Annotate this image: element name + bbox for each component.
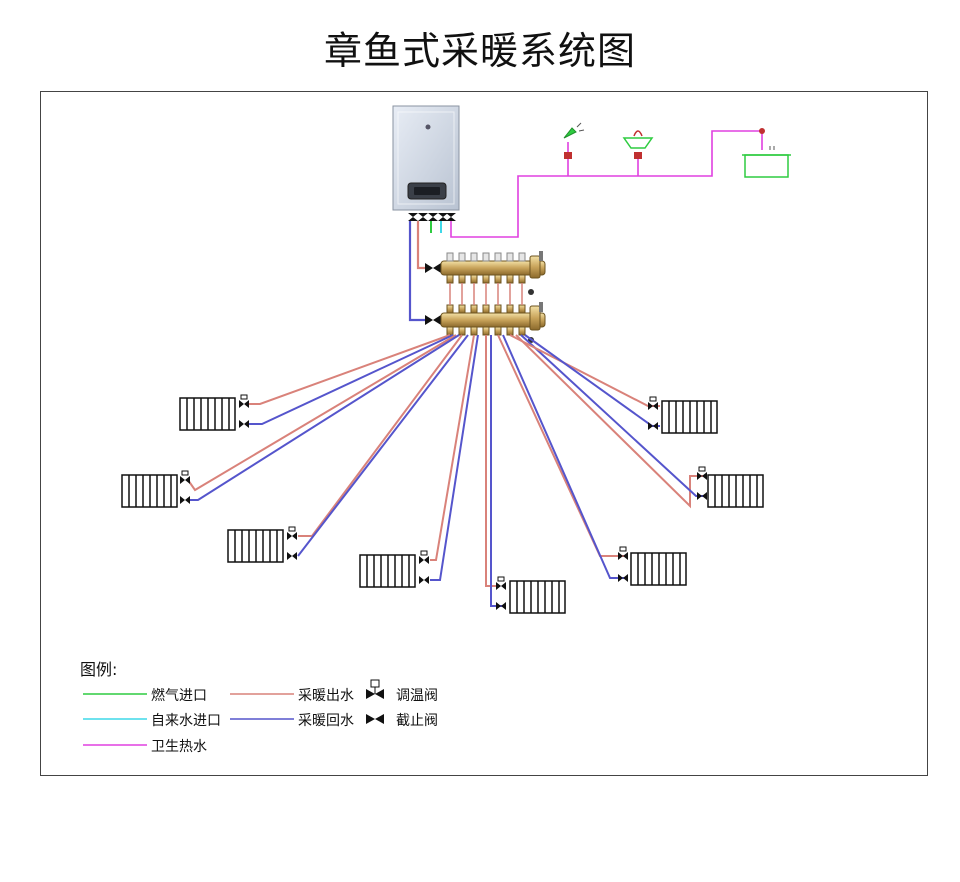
radiator-6 (630, 552, 687, 586)
legend-swatches (83, 693, 294, 746)
radiator-7-valves (697, 466, 707, 500)
radiator-6-valves (618, 546, 628, 582)
legend-return-label: 采暖回水 (298, 713, 354, 729)
radiator (121, 397, 764, 614)
bathtub-icon (742, 128, 791, 178)
boiler (392, 105, 460, 211)
radiator-3 (227, 529, 284, 563)
radiator-2 (121, 474, 178, 508)
radiator-4-valves (419, 550, 429, 584)
radiator-2-valves (180, 470, 190, 504)
shower-head-icon (563, 122, 585, 159)
return-manifold (440, 283, 546, 343)
boiler-to-manifold-pipes (408, 221, 426, 322)
radiator-5-valves (496, 576, 506, 610)
radiator-1 (179, 397, 236, 431)
radiator-8-valves (648, 396, 658, 430)
page-title: 章鱼式采暖系统图 (323, 29, 636, 73)
boiler-connection-valves (408, 213, 456, 221)
legend-supply-label: 采暖出水 (298, 688, 354, 704)
sanitary-hot-water-line (450, 130, 763, 238)
wash-basin-icon (622, 130, 654, 159)
radiator-3-valves (287, 526, 297, 560)
radiator-7 (707, 474, 764, 508)
legend-hot-water-label: 卫生热水 (151, 739, 207, 755)
radiator-8 (661, 400, 718, 434)
legend-gas-label: 燃气进口 (151, 688, 207, 704)
diagram-frame (40, 91, 928, 776)
radiator-valves (180, 394, 707, 610)
legend-thermostatic-valve-label: 调温阀 (396, 688, 438, 704)
legend-title: 图例: (80, 660, 118, 679)
manifold-stop-valves (425, 263, 441, 325)
radiator-5 (509, 580, 566, 614)
legend-tap-water-label: 自来水进口 (151, 713, 221, 729)
radiator-4 (359, 554, 416, 588)
legend-stop-valve-label: 截止阀 (396, 713, 438, 729)
supply-manifold (440, 251, 546, 295)
legend-thermostatic-valve-icon (366, 679, 384, 699)
radiator-1-valves (239, 394, 249, 428)
radiator-branch-pipes (187, 334, 704, 607)
legend-stop-valve-icon (366, 714, 384, 724)
boiler-stubs (430, 221, 442, 233)
